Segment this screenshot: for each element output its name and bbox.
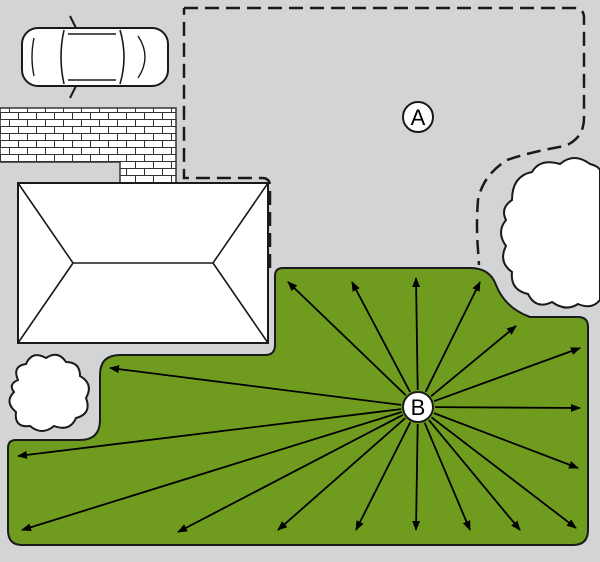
spray-arrow (21, 411, 403, 532)
car-icon (21, 15, 169, 99)
spray-arrow (423, 422, 471, 531)
lawn-area (7, 267, 589, 546)
sprinkler-icon: B (402, 391, 434, 423)
sprinkler-b-label: B (411, 395, 426, 420)
spray-arrow (109, 365, 402, 406)
area-a-marker: A (402, 101, 434, 133)
spray-arrow (287, 281, 407, 396)
house-roof-icon (17, 182, 269, 344)
spray-arrow (430, 325, 517, 397)
area-a-label: A (411, 105, 426, 130)
spray-arrow (424, 281, 481, 393)
spray-arrow (430, 416, 577, 529)
spray-arrow (412, 277, 421, 391)
spray-arrow (433, 347, 581, 403)
bush-icon (8, 353, 90, 432)
spray-arrow (17, 408, 402, 459)
spray-arrow (355, 421, 412, 531)
spray-arrow (412, 423, 421, 531)
tree-icon (500, 157, 600, 309)
spray-arrow (177, 414, 404, 533)
spray-arrow (277, 417, 406, 531)
spray-arrow (428, 419, 521, 531)
spray-arrow (434, 403, 581, 412)
area-a-boundary (182, 6, 586, 268)
sprinkler-spray-directions (17, 277, 581, 533)
spray-arrow (433, 412, 579, 469)
spray-arrow (351, 281, 411, 393)
